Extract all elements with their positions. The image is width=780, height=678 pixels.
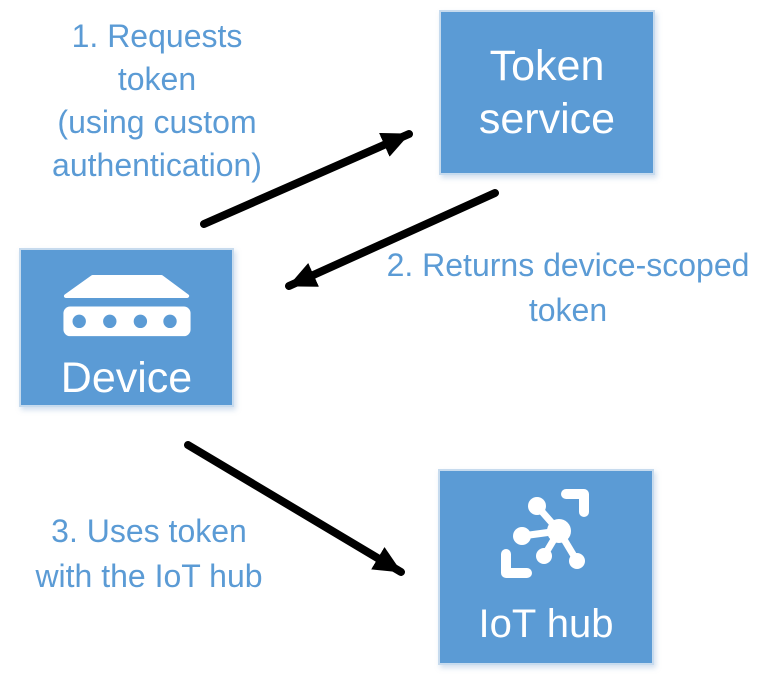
iot-hub-icon	[501, 489, 589, 578]
annotation-step2: 2. Returns device-scoped token	[376, 243, 760, 333]
token-service-label: Token service	[479, 40, 615, 146]
node-iot-hub: IoT hub	[438, 469, 654, 665]
annotation-step1-line: authentication)	[52, 147, 262, 183]
device-icon	[62, 275, 191, 337]
node-token-service: Token service	[439, 10, 655, 175]
annotation-step2-line: token	[528, 292, 608, 328]
annotation-step1-line: token	[117, 61, 197, 97]
token-service-label-line: service	[478, 94, 616, 143]
token-service-label-line: Token	[489, 41, 605, 90]
arrow-return-token	[285, 189, 499, 290]
annotation-step1-line: (using custom	[57, 104, 257, 140]
device-label: Device	[60, 354, 193, 403]
annotation-step3: 3. Uses token with the IoT hub	[0, 509, 300, 599]
annotation-step3-line: 3. Uses token	[51, 513, 247, 549]
arrow-use-token	[184, 441, 405, 576]
annotation-step2-line: 2. Returns device-scoped	[386, 247, 750, 283]
arrow-request-token	[200, 130, 413, 228]
annotation-step1: 1. Requests token (using custom authenti…	[0, 15, 316, 187]
annotation-step3-line: with the IoT hub	[35, 558, 263, 594]
iot-hub-label: IoT hub	[478, 602, 614, 646]
annotation-step1-line: 1. Requests	[71, 18, 243, 54]
node-device: Device	[19, 248, 234, 407]
